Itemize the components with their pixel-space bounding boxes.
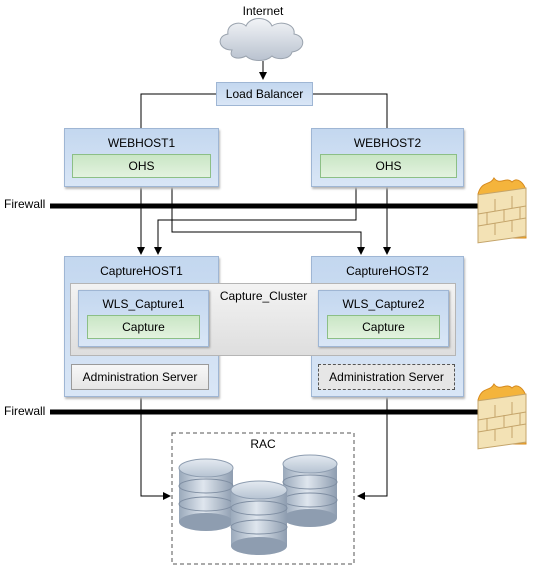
capturehost2-to-rac-arrow (357, 396, 388, 500)
capturehost1-to-rac-arrow (140, 396, 171, 500)
webhost2-ohs: OHS (320, 154, 457, 178)
internet-cloud-icon (219, 18, 304, 61)
database-icon (178, 454, 338, 555)
webhost1-ohs: OHS (72, 154, 211, 178)
webhost1: WEBHOST1 OHS (64, 128, 219, 187)
wls-capture2: WLS_Capture2 Capture (318, 290, 449, 347)
firewall-bottom-label: Firewall (4, 404, 46, 418)
firewall-wall-icon (477, 383, 527, 450)
wls-capture1: WLS_Capture1 Capture (78, 290, 209, 347)
rac-label: RAC (250, 437, 276, 451)
internet-label: Internet (242, 4, 284, 18)
wls-capture1-title: WLS_Capture1 (102, 297, 185, 311)
webhost2-to-capturehost1-arrow (154, 186, 357, 255)
capture-cluster-label: Capture_Cluster (219, 289, 308, 303)
capturehost1-title: CaptureHOST1 (100, 264, 183, 278)
wls-capture2-component: Capture (327, 315, 440, 339)
capturehost2-title: CaptureHOST2 (346, 264, 429, 278)
rac-box (171, 432, 355, 565)
admin-server-standby: Administration Server (318, 364, 455, 390)
admin-server-active: Administration Server (71, 364, 209, 390)
lb-to-webhost2-line (312, 93, 388, 129)
load-balancer: Load Balancer (216, 82, 313, 106)
firewall-top-label: Firewall (4, 197, 46, 211)
webhost2: WEBHOST2 OHS (311, 128, 464, 187)
firewall-wall-icon (477, 177, 527, 244)
webhost1-title: WEBHOST1 (107, 136, 176, 150)
webhost2-title: WEBHOST2 (353, 136, 422, 150)
wls-capture2-title: WLS_Capture2 (342, 297, 425, 311)
lb-to-webhost1-line (140, 93, 216, 129)
webhost1-to-capturehost2-arrow (171, 186, 365, 255)
wls-capture1-component: Capture (87, 315, 200, 339)
